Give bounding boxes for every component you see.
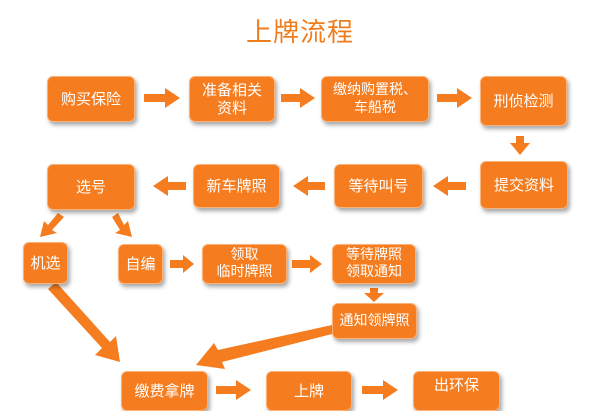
node-machine-select-label: 机选 (30, 254, 61, 272)
node-wait-call-label: 等待叫号 (348, 177, 409, 195)
node-temp-plate: 领取 临时牌照 (202, 244, 287, 284)
node-notify-pickup: 通知领牌照 (332, 303, 417, 339)
arrow-machine-to-pay (48, 282, 120, 362)
arrow-tax-to-inspection (437, 88, 472, 108)
arrow-submit-to-wait (433, 176, 466, 196)
node-self-select-label: 自编 (125, 255, 156, 273)
arrow-docs-to-tax (281, 88, 315, 108)
node-mount-plate: 上牌 (266, 371, 352, 411)
node-pay-tax: 缴纳购置税、 车船税 (321, 76, 429, 122)
node-pay-tax-line1: 缴纳购置税、 (333, 82, 417, 98)
node-pay-tax-line2: 车船税 (354, 100, 396, 116)
node-submit-docs: 提交资料 (480, 161, 568, 209)
node-prepare-docs: 准备相关 资料 (189, 76, 275, 122)
arrow-temp-to-wait-notice (292, 255, 322, 273)
diagram-title: 上牌流程 (245, 18, 354, 48)
node-wait-notice-line2: 领取通知 (346, 264, 402, 280)
node-pay-fee-label: 缴费拿牌 (134, 382, 195, 400)
arrow-pay-to-mount (216, 380, 251, 400)
node-pay-fee-get-plate: 缴费拿牌 (121, 371, 208, 411)
node-prepare-docs-line1: 准备相关 (201, 81, 262, 99)
node-select-number-label: 选号 (75, 178, 106, 196)
node-buy-insurance-label: 购买保险 (60, 90, 121, 108)
arrow-notice-to-notify (364, 288, 384, 302)
flow-arrows (40, 88, 530, 400)
node-wait-call: 等待叫号 (334, 164, 423, 208)
node-self-select: 自编 (118, 244, 163, 284)
node-env-label: 出环保 (413, 371, 500, 411)
node-buy-insurance: 购买保险 (47, 76, 135, 122)
node-prepare-docs-line2: 资料 (216, 99, 247, 117)
node-notify-pickup-label: 通知领牌照 (339, 313, 410, 329)
node-submit-docs-label: 提交资料 (493, 176, 554, 194)
arrow-self-to-temp (170, 255, 194, 273)
node-wait-notice-line1: 等待牌照 (346, 247, 402, 263)
node-temp-plate-line1: 领取 (230, 247, 259, 263)
node-new-plate: 新车牌照 (193, 164, 280, 208)
node-police-inspection: 刑侦检测 (480, 76, 567, 126)
node-machine-select: 机选 (23, 242, 68, 284)
node-env-label-text: 出环保 (433, 376, 479, 394)
arrow-select-to-machine (40, 213, 64, 237)
arrow-notify-to-pay (196, 325, 336, 369)
node-select-number: 选号 (47, 164, 135, 210)
arrow-inspection-to-submit (510, 136, 530, 155)
node-temp-plate-line2: 临时牌照 (216, 264, 273, 280)
node-mount-plate-label: 上牌 (293, 382, 324, 400)
node-wait-plate-notice: 等待牌照 领取通知 (332, 244, 416, 284)
node-new-plate-label: 新车牌照 (206, 177, 267, 195)
arrow-mount-to-env (362, 380, 398, 400)
node-police-inspection-label: 刑侦检测 (493, 92, 554, 110)
arrow-select-to-self (112, 213, 132, 237)
arrow-insurance-to-docs (144, 88, 180, 108)
arrow-plate-to-select (153, 176, 186, 196)
arrow-wait-to-plate (293, 176, 325, 196)
